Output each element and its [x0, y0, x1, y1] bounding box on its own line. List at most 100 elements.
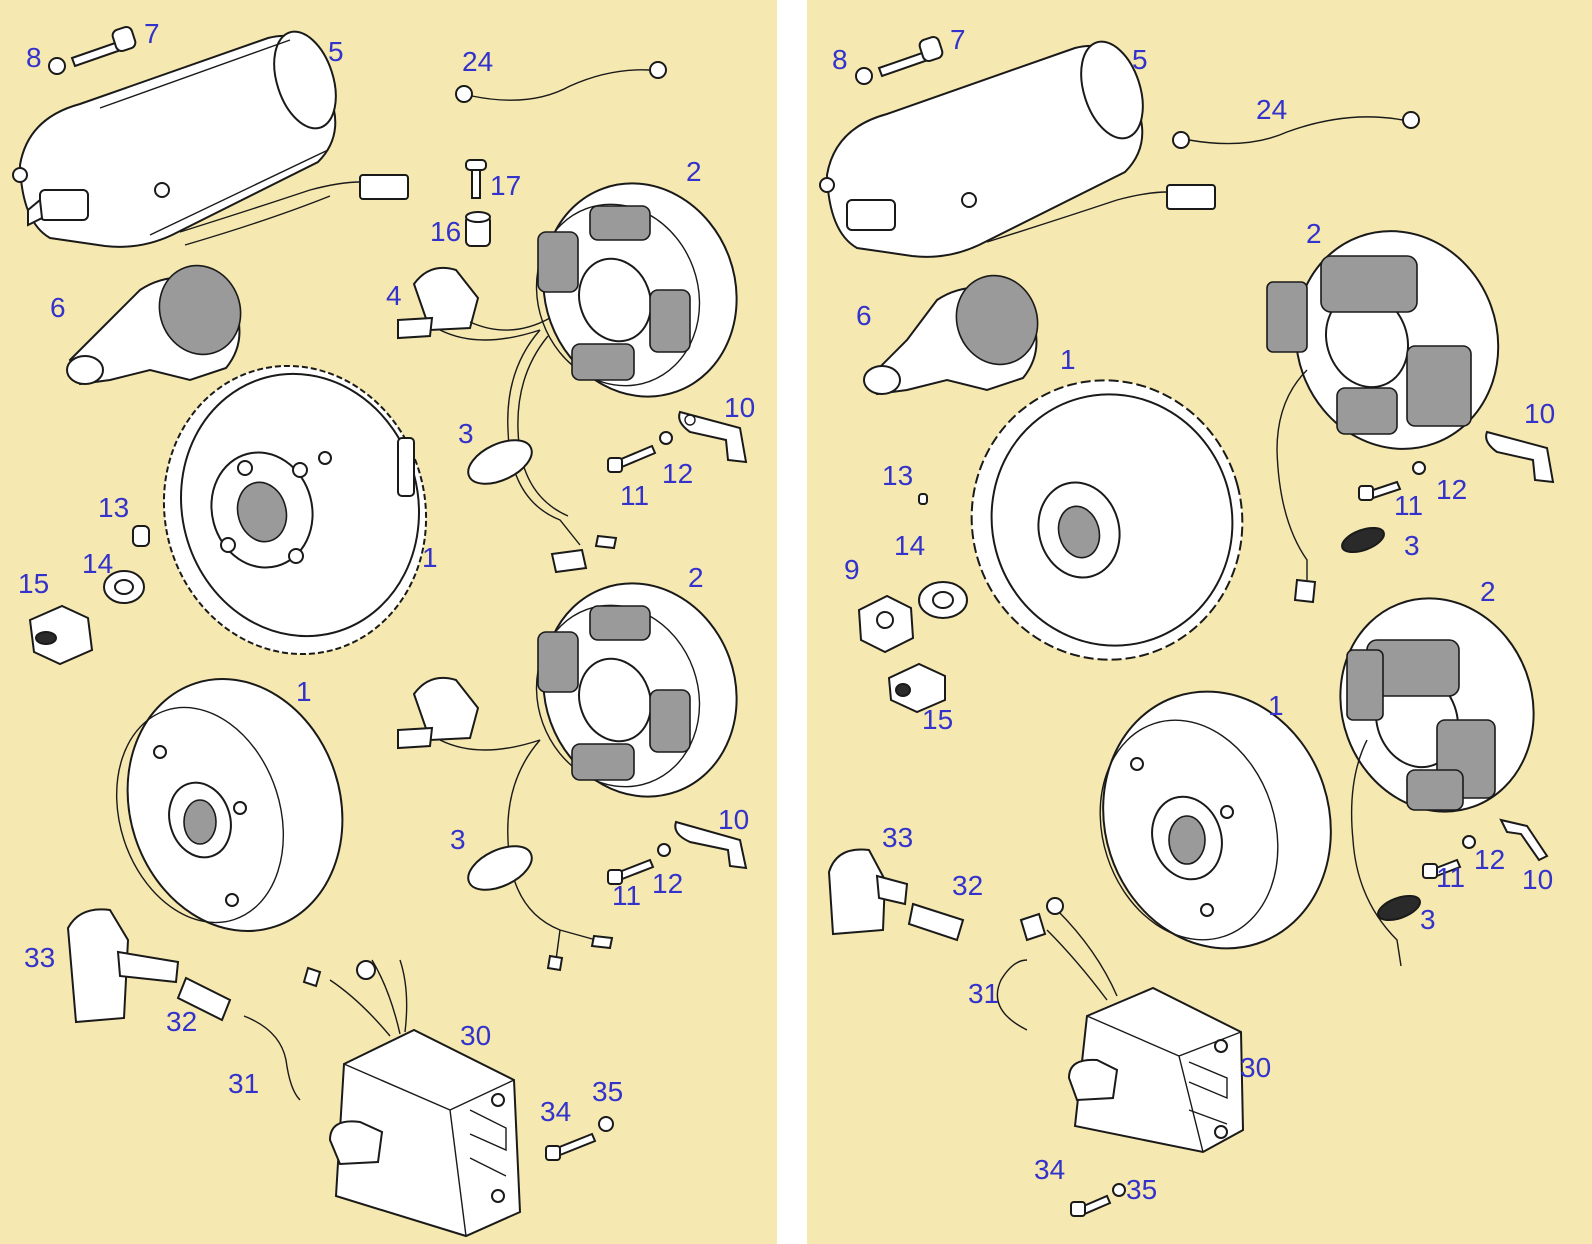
callout-24: 24 [1256, 94, 1288, 125]
callout-32: 32 [166, 1006, 198, 1037]
washer-12-upper [1412, 461, 1426, 475]
bracket-10-upper [678, 410, 748, 464]
callout-5: 5 [328, 36, 344, 67]
screw-11-lower [607, 858, 655, 885]
callout-11: 11 [620, 480, 650, 511]
callout-7: 7 [144, 18, 160, 49]
washer-14 [103, 570, 145, 604]
callout-17: 17 [490, 170, 522, 201]
callout-9: 9 [844, 554, 860, 585]
washer-14 [918, 581, 968, 619]
starter-motor [12, 30, 409, 248]
ground-cable-24 [1172, 111, 1420, 149]
sleeve-16 [465, 211, 491, 247]
callout-2: 2 [686, 156, 702, 187]
callout-34: 34 [540, 1096, 572, 1127]
callout-13: 13 [98, 492, 130, 523]
stator-upper [1266, 230, 1500, 604]
ignition-coil-30 [1019, 897, 1245, 1154]
callout-3-lower: 3 [450, 824, 466, 855]
callout-31: 31 [968, 978, 1000, 1009]
left-diagram-panel [0, 0, 777, 1244]
washer-8 [48, 57, 66, 75]
callout-14: 14 [82, 548, 114, 579]
starter-gear-6 [863, 274, 1039, 396]
callout-33: 33 [24, 942, 56, 973]
washer-12-lower [657, 843, 671, 857]
right-parts-drawing [819, 36, 1555, 1217]
callout-1-lower: 1 [1268, 690, 1284, 721]
bracket-10-lower [1499, 818, 1549, 862]
washer-12-upper [659, 431, 673, 445]
panel-divider [777, 0, 807, 1244]
callout-13: 13 [882, 460, 914, 491]
flywheel-gear-upper [162, 364, 428, 656]
callout-5: 5 [1132, 44, 1148, 75]
callout-30: 30 [1240, 1052, 1272, 1083]
callout-14: 14 [894, 530, 926, 561]
callout-4: 4 [386, 280, 402, 311]
callout-34: 34 [1034, 1154, 1066, 1185]
harness-3-upper [467, 329, 618, 574]
washer-8 [855, 67, 873, 85]
hose-31 [996, 959, 1028, 1031]
washer-35 [1112, 1183, 1126, 1197]
callout-15: 15 [922, 704, 954, 735]
pin-13 [132, 525, 150, 547]
bolt-7 [70, 26, 137, 68]
flywheel-gear-upper [970, 379, 1244, 661]
callout-31: 31 [228, 1068, 260, 1099]
stator-lower [535, 582, 738, 798]
ground-cable-24 [455, 61, 667, 103]
callout-15: 15 [18, 568, 50, 599]
stator-upper [535, 182, 738, 398]
callout-10: 10 [1524, 398, 1556, 429]
right-diagram-panel [807, 0, 1592, 1244]
callout-12: 12 [662, 458, 694, 489]
screw-11-upper [1358, 480, 1402, 501]
callout-8: 8 [832, 44, 848, 75]
bolt-7 [877, 36, 944, 78]
callout-2-lower: 2 [1480, 576, 1496, 607]
callout-6: 6 [50, 292, 66, 323]
grommet-3-lower [1377, 894, 1421, 922]
bracket-10-lower [674, 820, 748, 870]
callout-11: 11 [1394, 490, 1424, 521]
screw-34 [1070, 1194, 1112, 1217]
callout-11-lower: 11 [612, 880, 642, 911]
starter-gear-6 [66, 264, 242, 386]
hose-31 [243, 1015, 301, 1101]
left-parts-drawing [12, 26, 748, 1238]
callout-3: 3 [458, 418, 474, 449]
callout-12-lower: 12 [652, 868, 684, 899]
stator-lower [1339, 597, 1535, 967]
screw-11-lower [1422, 858, 1462, 879]
connector-32 [907, 902, 965, 942]
washer-35 [598, 1116, 614, 1132]
flywheel-lower [1099, 690, 1332, 950]
screw-34 [545, 1132, 597, 1161]
callout-10-lower: 10 [718, 804, 750, 835]
callout-3-lower: 3 [1420, 904, 1436, 935]
screw-17 [465, 159, 487, 199]
callout-35: 35 [1126, 1174, 1158, 1205]
spark-plug-cap-33 [66, 908, 180, 1024]
harness-3-lower [467, 739, 614, 972]
callout-24: 24 [462, 46, 494, 77]
ignition-coil-30 [302, 959, 522, 1238]
screw-11-upper [607, 444, 657, 473]
callout-2: 2 [1306, 218, 1322, 249]
callout-7: 7 [950, 24, 966, 55]
nut-15 [887, 662, 946, 714]
callout-32: 32 [952, 870, 984, 901]
washer-12-lower [1462, 835, 1476, 849]
flywheel-lower [115, 678, 344, 932]
connector-32 [176, 976, 232, 1022]
callout-10-lower: 10 [1522, 864, 1554, 895]
callout-35: 35 [592, 1076, 624, 1107]
grommet-3-upper [1341, 526, 1385, 554]
callout-12: 12 [1436, 474, 1468, 505]
bracket-10-upper [1485, 430, 1555, 484]
pin-13 [918, 493, 928, 505]
spark-plug-cap-33 [827, 848, 909, 936]
